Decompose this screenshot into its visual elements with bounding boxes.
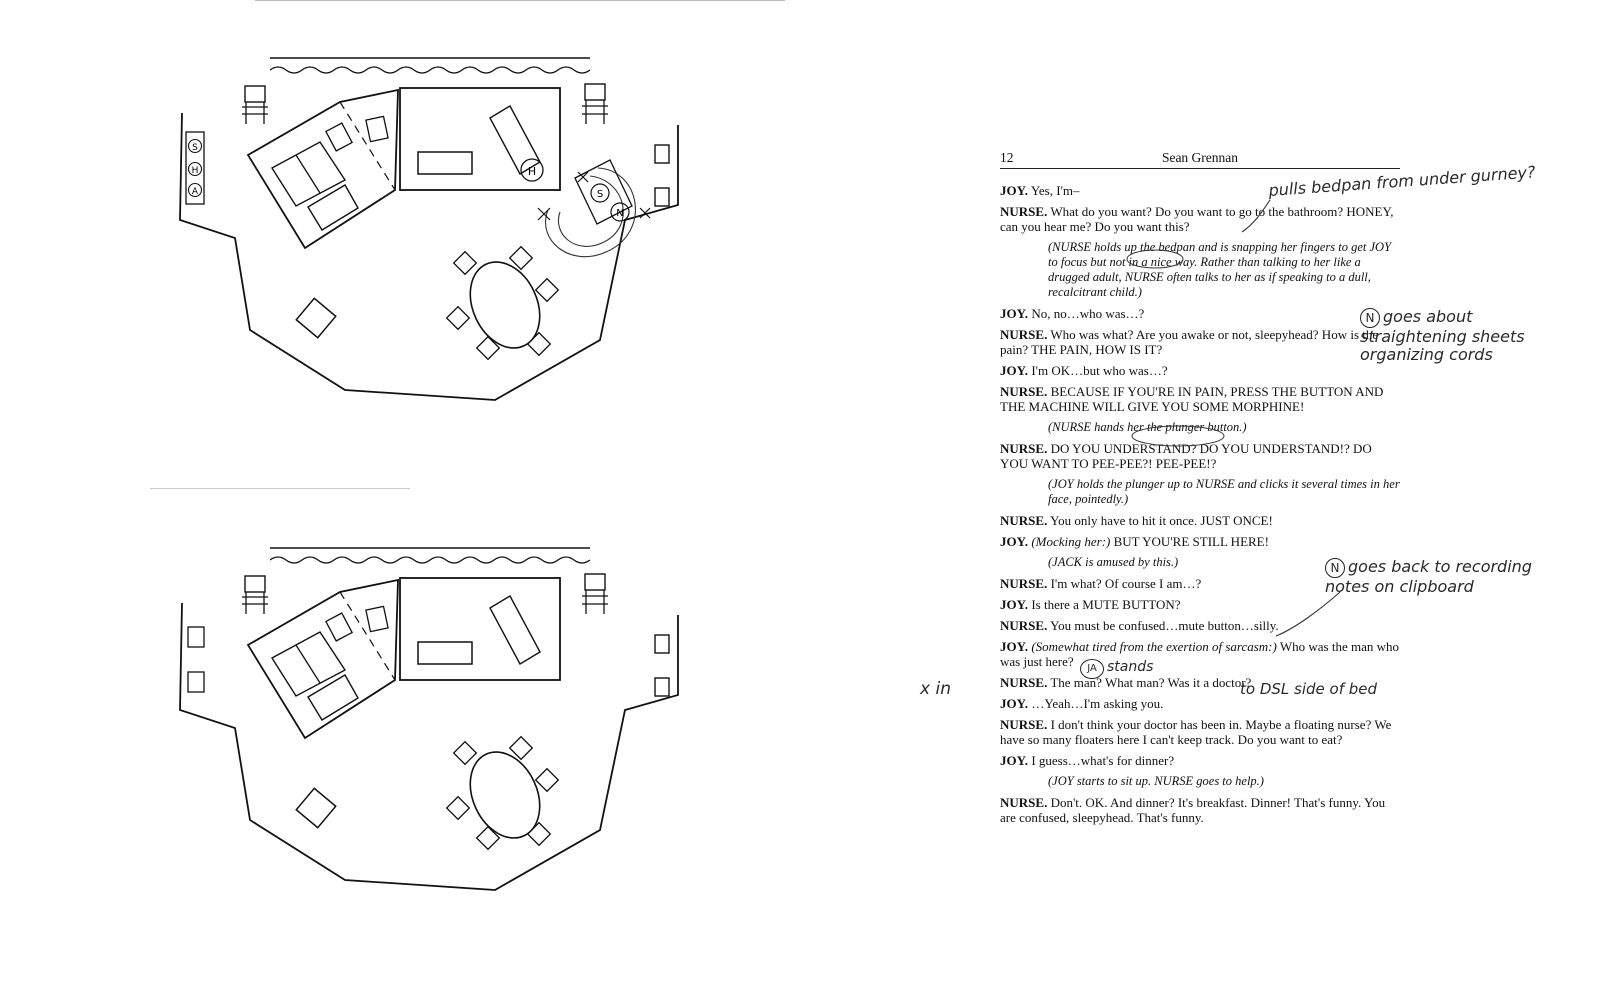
speaker-name: NURSE. (1000, 717, 1048, 732)
dialogue-text: Is there a MUTE BUTTON? (1028, 597, 1181, 612)
page-header: 12 Sean Grennan (1000, 150, 1400, 169)
parenthetical: (Mocking her:) (1028, 534, 1111, 549)
symbol-h: H (192, 166, 199, 176)
speaker-name: JOY. (1000, 363, 1029, 378)
dialogue-text: Who was what? Are you awake or not, slee… (1000, 327, 1379, 357)
dialogue-line: NURSE. DO YOU UNDERSTAND? DO YOU UNDERST… (1000, 441, 1400, 471)
dialogue-line: NURSE. I'm what? Of course I am…? (1000, 576, 1400, 591)
speaker-name: JOY. (1000, 696, 1029, 711)
annotation-mark-ja: JA (1080, 659, 1104, 679)
dialogue-text: What do you want? Do you want to go to t… (1000, 204, 1394, 234)
dialogue-text: The man? What man? Was it a doctor? (1047, 675, 1252, 690)
dialogue-line: JOY. Yes, I'm– (1000, 183, 1400, 198)
dialogue-text: Who was the man who was just here? (1000, 639, 1399, 669)
annotation-mark-n: N (1360, 308, 1380, 328)
dialogue-line: NURSE. Who was what? Are you awake or no… (1000, 327, 1400, 357)
speaker-name: JOY. (1000, 183, 1029, 198)
parenthetical: (Somewhat tired from the exertion of sar… (1028, 639, 1277, 654)
dialogue-line: JOY. I guess…what's for dinner? (1000, 753, 1400, 768)
mark-s: S (597, 189, 603, 200)
script-page: 12 Sean Grennan JOY. Yes, I'm– NURSE. Wha… (1000, 150, 1400, 831)
dialogue-text: DO YOU UNDERSTAND? DO YOU UNDERSTAND!? D… (1000, 441, 1372, 471)
speaker-name: JOY. (1000, 753, 1029, 768)
symbol-a: A (192, 187, 199, 197)
speaker-name: NURSE. (1000, 675, 1048, 690)
speaker-name: JOY. (1000, 534, 1029, 549)
dialogue-text: Don't. OK. And dinner? It's breakfast. D… (1000, 795, 1386, 825)
dialogue-text: No, no…who was…? (1028, 306, 1145, 321)
dialogue-text: You only have to hit it once. JUST ONCE! (1047, 513, 1273, 528)
dialogue-text: Yes, I'm– (1028, 183, 1080, 198)
floor-plan-diagrams: A H S H S N (150, 0, 785, 891)
dialogue-text: I'm OK…but who was…? (1028, 363, 1168, 378)
annotation-straightening-text: goes about straightening sheets organizi… (1360, 307, 1525, 364)
dialogue-line: JOY. (Somewhat tired from the exertion o… (1000, 639, 1400, 669)
speaker-name: NURSE. (1000, 384, 1048, 399)
annotation-stands-text: stands (1107, 659, 1154, 675)
stage-direction: (JACK is amused by this.) (1048, 555, 1179, 569)
dialogue-line: JOY. …Yeah…I'm asking you. (1000, 696, 1400, 711)
speaker-name: NURSE. (1000, 441, 1048, 456)
script-lines: JOY. Yes, I'm– NURSE. What do you want? D… (1000, 183, 1400, 825)
speaker-name: NURSE. (1000, 327, 1048, 342)
page-number: 12 (1000, 150, 1014, 165)
speaker-name: NURSE. (1000, 795, 1048, 810)
dialogue-line: NURSE. What do you want? Do you want to … (1000, 204, 1400, 234)
dialogue-text: I'm what? Of course I am…? (1047, 576, 1202, 591)
dialogue-line: NURSE. You only have to hit it once. JUS… (1000, 513, 1400, 528)
speaker-name: JOY. (1000, 597, 1029, 612)
dialogue-line: NURSE. I don't think your doctor has bee… (1000, 717, 1400, 747)
mark-n: N (616, 208, 623, 219)
speaker-name: NURSE. (1000, 576, 1048, 591)
dialogue-line: NURSE. You must be confused…mute button…… (1000, 618, 1400, 633)
dialogue-text: …Yeah…I'm asking you. (1028, 696, 1164, 711)
speaker-name: JOY. (1000, 306, 1029, 321)
scan-edge-line (150, 488, 410, 489)
dialogue-line: JOY. I'm OK…but who was…? (1000, 363, 1400, 378)
stage-direction: (NURSE holds up the bedpan and is snappi… (1048, 240, 1392, 299)
stage-direction: (JOY holds the plunger up to NURSE and c… (1048, 477, 1400, 506)
speaker-name: NURSE. (1000, 618, 1048, 633)
dialogue-line: NURSE. BECAUSE IF YOU'RE IN PAIN, PRESS … (1000, 384, 1400, 414)
annotation-clipboard-text: goes back to recording notes on clipboar… (1325, 557, 1532, 596)
dialogue-text: I don't think your doctor has been in. M… (1000, 717, 1392, 747)
dialogue-text: I guess…what's for dinner? (1028, 753, 1175, 768)
floor-plan-drawings: A H S H S N (179, 57, 679, 891)
symbol-s: S (192, 143, 198, 153)
dialogue-line: JOY. No, no…who was…? (1000, 306, 1400, 321)
speaker-name: JOY. (1000, 639, 1029, 654)
dialogue-line: JOY. (Mocking her:) BUT YOU'RE STILL HER… (1000, 534, 1400, 549)
stage-direction: (JOY starts to sit up. NURSE goes to hel… (1048, 774, 1264, 788)
annotation-mark-n-2: N (1325, 558, 1345, 578)
dialogue-line: NURSE. Don't. OK. And dinner? It's break… (1000, 795, 1400, 825)
dialogue-line: NURSE. The man? What man? Was it a docto… (1000, 675, 1400, 690)
mark-h: H (528, 165, 536, 178)
speaker-name: NURSE. (1000, 204, 1048, 219)
annotation-x-in: x in (920, 679, 951, 699)
speaker-name: NURSE. (1000, 513, 1048, 528)
page-author: Sean Grennan (1161, 150, 1239, 165)
dialogue-text: BUT YOU'RE STILL HERE! (1110, 534, 1269, 549)
stage-direction: (NURSE hands her the plunger button.) (1048, 420, 1247, 434)
scan-edge-line (255, 0, 785, 1)
dialogue-text: BECAUSE IF YOU'RE IN PAIN, PRESS THE BUT… (1000, 384, 1384, 414)
dialogue-text: You must be confused…mute button…silly. (1047, 618, 1279, 633)
annotation-dsl-side: to DSL side of bed (1240, 680, 1378, 698)
dialogue-line: JOY. Is there a MUTE BUTTON? (1000, 597, 1400, 612)
